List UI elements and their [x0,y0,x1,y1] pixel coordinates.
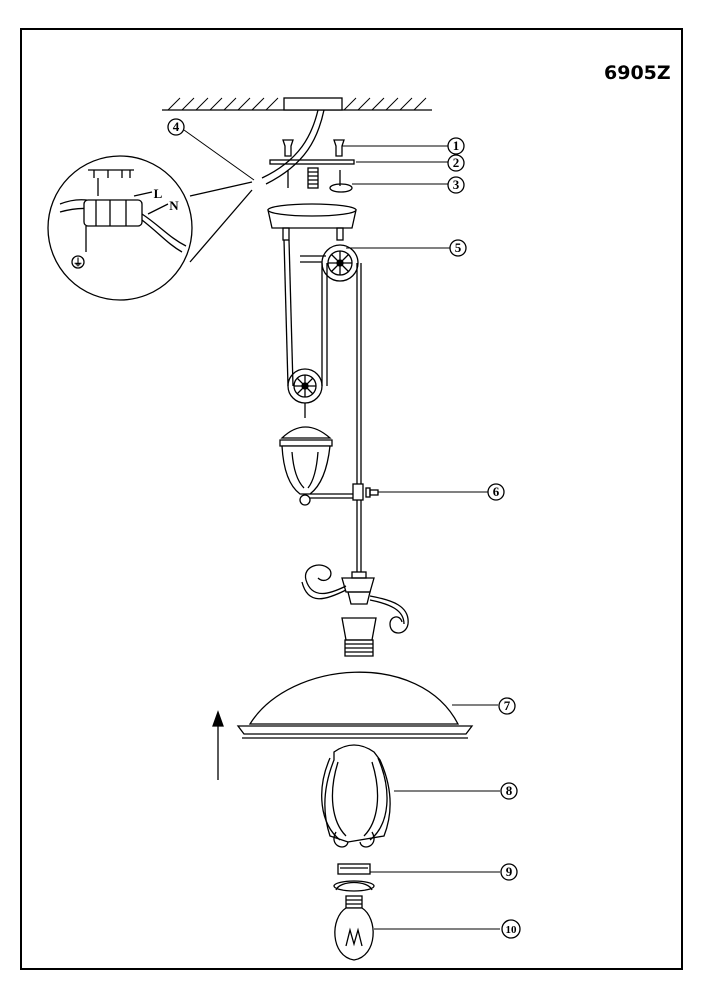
pulley-cord [283,239,362,486]
model-number: 6905Z [604,62,671,84]
cord-clamp-arm [310,483,364,501]
lamp-holder [341,571,377,657]
canopy [267,203,357,241]
mounting-plate [269,159,355,165]
leader-lines [183,129,500,930]
wire-label-neutral: N [169,198,179,213]
callout-5: 5 [455,240,462,255]
pulley [287,244,359,404]
earth-ground-icon: ⏚ [73,257,83,269]
set-screw [365,487,379,498]
drawing-frame [20,28,683,970]
callout-1: 1 [453,138,460,153]
ring [333,863,375,892]
shade [236,671,474,739]
wiring-detail [47,155,253,301]
counterweight [279,426,333,506]
callout-7: 7 [504,698,511,713]
callout-3: 3 [453,177,460,192]
up-arrow [212,710,224,780]
callout-8: 8 [506,783,513,798]
scroll-arms [301,564,409,634]
glass [321,744,391,848]
wire-label-live: L [154,186,163,201]
callout-10: 10 [506,924,518,936]
callout-9: 9 [506,864,513,879]
callout-4: 4 [173,119,180,134]
ceiling [162,97,432,185]
anchor-screw [287,167,353,193]
bulb [334,895,374,961]
callout-6: 6 [493,484,500,499]
screw [282,139,345,157]
callout-2: 2 [453,155,460,170]
callout-circles [71,118,521,939]
